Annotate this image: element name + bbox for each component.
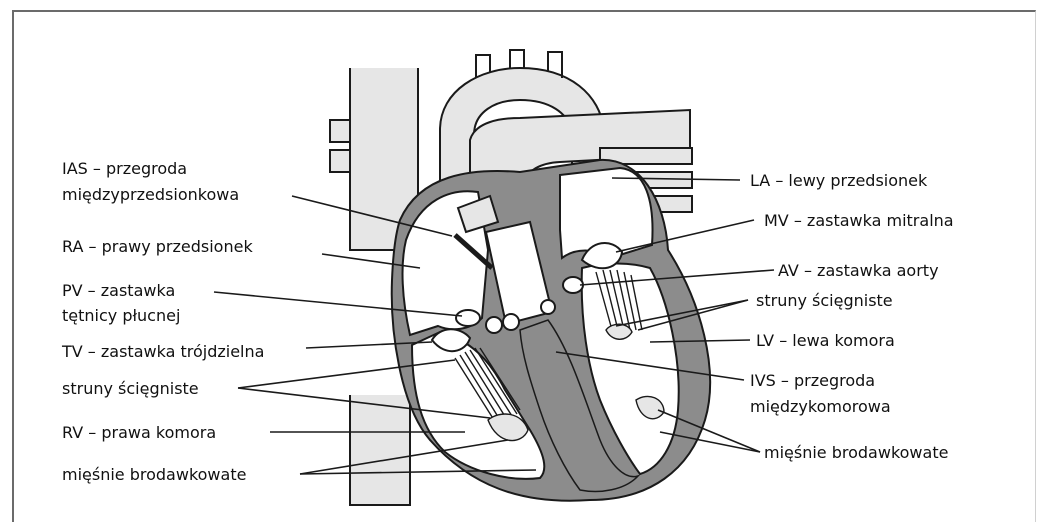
label-ivs-line1: IVS – przegroda	[750, 371, 875, 390]
inferior-vena-cava	[350, 395, 410, 505]
label-la: LA – lewy przedsionek	[750, 171, 928, 190]
label-ra: RA – prawy przedsionek	[62, 237, 253, 256]
label-av: AV – zastawka aorty	[778, 261, 939, 280]
label-mv: MV – zastawka mitralna	[764, 211, 954, 230]
label-struny-right: struny ścięgniste	[756, 291, 893, 310]
label-miesnie-right: mięśnie brodawkowate	[764, 443, 948, 462]
label-ivs-line2: międzykomorowa	[750, 397, 891, 416]
label-lv: LV – lewa komora	[756, 331, 895, 350]
label-ias-line2: międzyprzedsionkowa	[62, 185, 239, 204]
label-ias-line1: IAS – przegroda	[62, 159, 187, 178]
label-tv: TV – zastawka trójdzielna	[61, 342, 264, 361]
pulmonary-valve	[456, 310, 480, 326]
left-carotid	[510, 50, 524, 68]
left-pulmonary-stub-1	[330, 120, 350, 142]
label-struny-left: struny ścięgniste	[62, 379, 199, 398]
label-rv: RV – prawa komora	[62, 423, 216, 442]
label-miesnie-left: mięśnie brodawkowate	[62, 465, 246, 484]
right-labels: LA – lewy przedsionek MV – zastawka mitr…	[750, 171, 954, 462]
aortic-valve-cusp-2	[503, 314, 519, 330]
left-labels: IAS – przegroda międzyprzedsionkowa RA –…	[61, 159, 264, 484]
aortic-valve-cusp-1	[486, 317, 502, 333]
left-pulmonary-stub-2	[330, 150, 350, 172]
label-pv-line2: tętnicy płucnej	[62, 306, 180, 325]
label-pv-line1: PV – zastawka	[62, 281, 175, 300]
aortic-valve-cusp-3	[541, 300, 555, 314]
